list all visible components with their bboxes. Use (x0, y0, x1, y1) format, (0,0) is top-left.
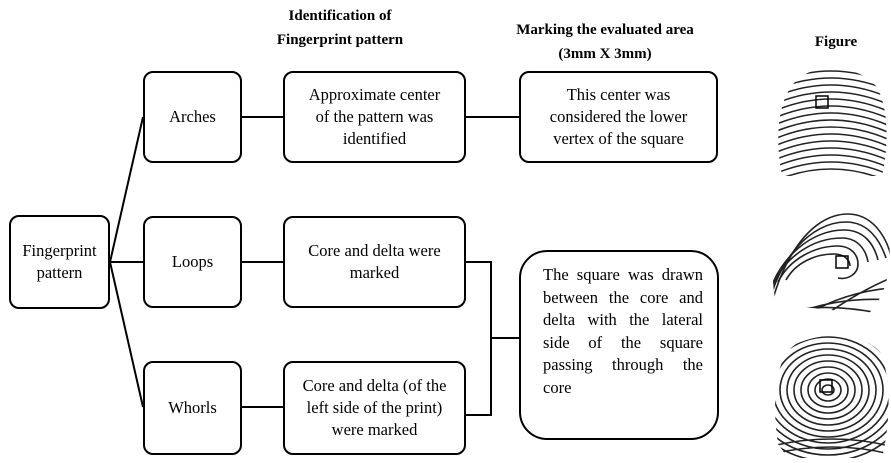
fingerprint-pattern-box: Fingerprint pattern (9, 215, 110, 309)
header-marking-line1: Marking the evaluated area (516, 22, 694, 38)
arches-label: Arches (169, 107, 216, 126)
whorls-identification-box: Core and delta (of the left side of the … (283, 361, 466, 455)
connector-loops-bracket (466, 261, 492, 338)
connector-whorls-bracket (466, 338, 492, 416)
fingerprint-whorl-image (775, 335, 889, 459)
fingerprint-loop-image (772, 199, 890, 314)
header-identification-line1: Identification of (288, 8, 392, 24)
fingerprint-arch-image (778, 70, 887, 176)
connector-root-arches (109, 116, 144, 263)
arches-marking-line1: This center was (566, 85, 671, 104)
header-marking: Marking the evaluated area (3mm X 3mm) (492, 18, 718, 66)
header-figure-label: Figure (814, 34, 858, 50)
loops-label: Loops (171, 252, 214, 271)
arches-identification-box: Approximate center of the pattern was id… (283, 71, 466, 163)
whorls-identification-line3: were marked (331, 420, 418, 439)
header-marking-line2: (3mm X 3mm) (558, 46, 652, 62)
loops-whorls-marking-box: The square was drawn between the core an… (519, 250, 719, 440)
arches-identification-line1: Approximate center (308, 85, 441, 104)
arches-marking-box: This center was considered the lower ver… (519, 71, 718, 163)
whorls-identification-line2: left side of the print) (306, 398, 443, 417)
header-identification-line2: Fingerprint pattern (276, 32, 404, 48)
loops-identification-line2: marked (349, 263, 400, 282)
loops-box: Loops (143, 216, 242, 308)
header-identification: Identification of Fingerprint pattern (250, 4, 430, 52)
connector-root-whorls (109, 261, 144, 408)
loops-identification-line1: Core and delta were (308, 241, 441, 260)
arches-box: Arches (143, 71, 242, 163)
header-figure: Figure (796, 30, 876, 54)
loops-identification-box: Core and delta were marked (283, 216, 466, 308)
arches-marking-line3: vertex of the square (553, 129, 684, 148)
root-label-line1: Fingerprint (22, 241, 97, 260)
loops-whorls-marking-text: The square was drawn between the core an… (543, 265, 703, 397)
whorls-label: Whorls (168, 398, 217, 417)
root-label-line2: pattern (36, 263, 83, 282)
whorls-box: Whorls (143, 361, 242, 455)
arches-identification-line2: of the pattern was (315, 107, 434, 126)
whorls-identification-line1: Core and delta (of the (302, 376, 447, 395)
arches-marking-line2: considered the lower (549, 107, 688, 126)
arches-identification-line3: identified (342, 129, 407, 148)
